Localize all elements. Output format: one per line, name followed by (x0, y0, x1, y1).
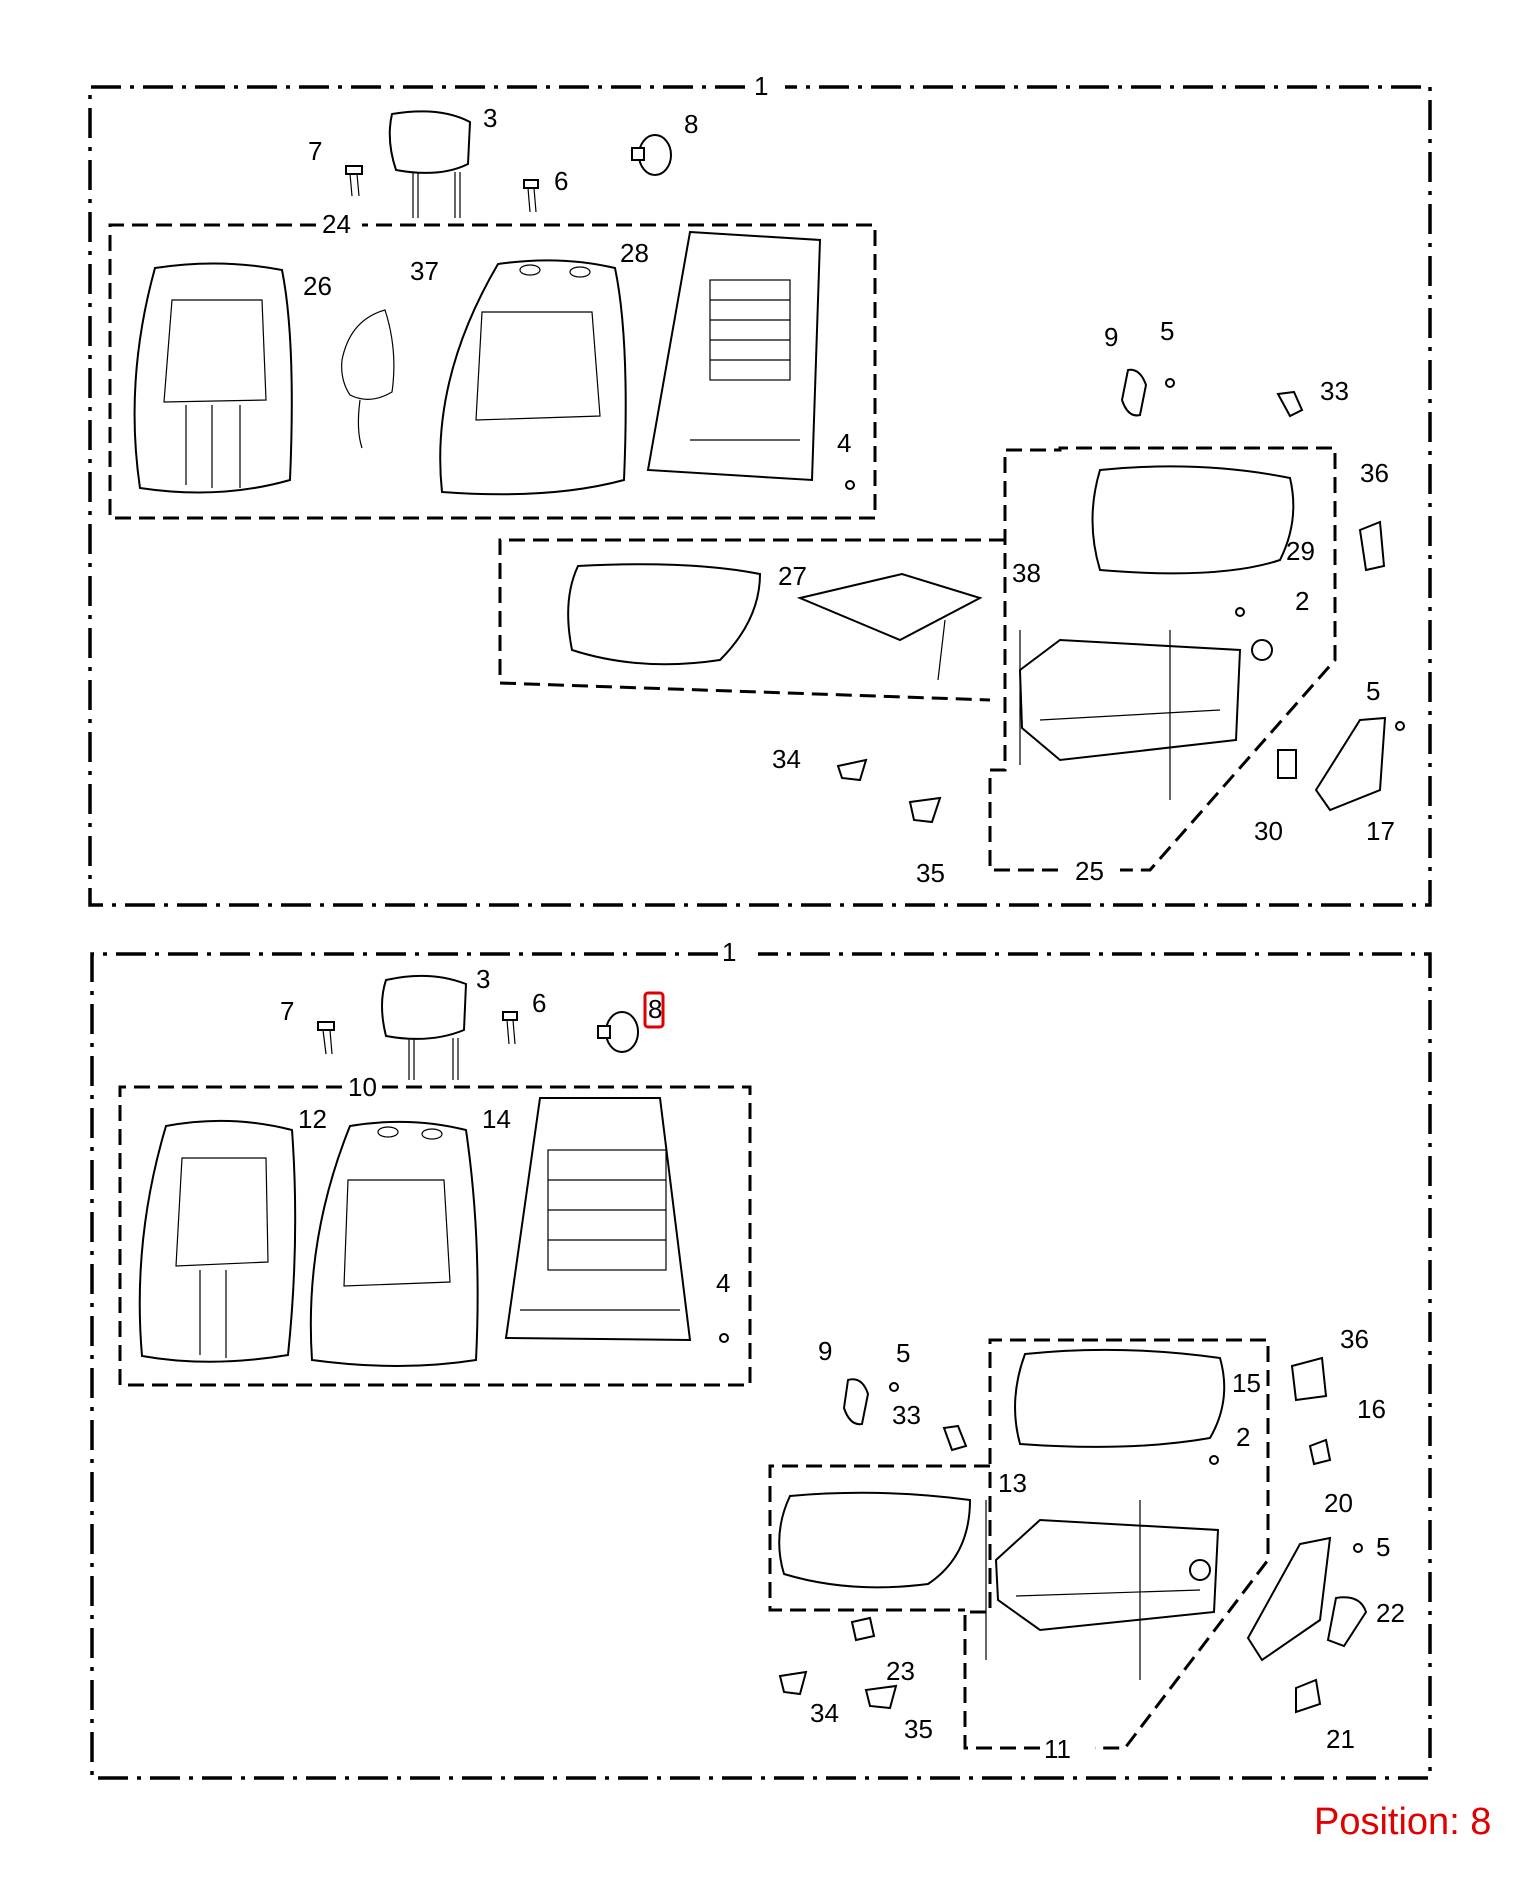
callout-13: 13 (998, 1468, 1027, 1498)
callout-7: 7 (308, 136, 322, 166)
side-shield-20 (1246, 1536, 1332, 1662)
screw-4b (719, 1333, 729, 1343)
seat-frame-top (1018, 630, 1273, 800)
callout-2b: 2 (1236, 1422, 1250, 1452)
callout-9: 9 (1104, 322, 1118, 352)
callout-20: 20 (1324, 1488, 1353, 1518)
seat-cushion-29 (1091, 465, 1295, 575)
seat-pad-13 (778, 1491, 972, 1589)
callout-12: 12 (298, 1104, 327, 1134)
callout-15: 15 (1232, 1368, 1261, 1398)
callout-27: 27 (778, 561, 807, 591)
bolt-6b (502, 1011, 518, 1045)
seatback-cover-26 (133, 262, 293, 494)
callout-8: 8 (684, 109, 698, 139)
callout-28: 28 (620, 238, 649, 268)
callout-10: 10 (348, 1072, 377, 1102)
bracket-16 (1308, 1438, 1332, 1466)
seat-pad-27 (567, 563, 762, 666)
callout-4b: 4 (716, 1268, 730, 1298)
recliner-cover-9 (1120, 368, 1175, 417)
bracket-33 (1276, 390, 1304, 418)
callout-21: 21 (1326, 1724, 1355, 1754)
bracket-23 (850, 1616, 876, 1642)
callout-5d: 5 (1376, 1532, 1390, 1562)
callout-1b: 1 (722, 937, 736, 967)
position-label: Position: 8 (1314, 1801, 1491, 1843)
callout-16: 16 (1357, 1394, 1386, 1424)
bracket-36b (1290, 1356, 1328, 1402)
seatback-cover-12 (138, 1119, 297, 1363)
bracket-34 (836, 758, 868, 782)
seatback-pad-28 (439, 259, 627, 496)
seatback-pad-14 (309, 1120, 479, 1367)
callout-3: 3 (483, 103, 497, 133)
callout-24: 24 (322, 209, 351, 239)
bracket-35b (864, 1684, 898, 1710)
callout-34b: 34 (810, 1698, 839, 1728)
callout-37: 37 (410, 256, 439, 286)
knob-8b (597, 1011, 639, 1053)
callout-25: 25 (1075, 856, 1104, 886)
wire-harness-37 (341, 309, 395, 449)
trim-22 (1326, 1596, 1368, 1648)
side-shield-17 (1314, 716, 1387, 812)
bolt-7 (345, 165, 363, 197)
bottom-assembly: 1 3 7 6 8 (90, 937, 1432, 1780)
bracket-36 (1358, 520, 1386, 572)
callout-23: 23 (886, 1656, 915, 1686)
bolt-7b (317, 1021, 335, 1055)
callout-36b: 36 (1340, 1324, 1369, 1354)
callout-8b: 8 (648, 994, 662, 1024)
bracket-33b (942, 1424, 968, 1452)
screw-2 (1235, 607, 1245, 617)
screw-5 (1395, 721, 1405, 731)
headrest (388, 110, 472, 218)
callout-14: 14 (482, 1104, 511, 1134)
callout-35: 35 (916, 858, 945, 888)
switch-21 (1295, 1678, 1322, 1714)
callout-22: 22 (1376, 1598, 1405, 1628)
callout-11: 11 (1044, 1734, 1071, 1764)
callout-7b: 7 (280, 996, 294, 1026)
callout-34: 34 (772, 744, 801, 774)
callout-9b: 9 (818, 1336, 832, 1366)
heater-38 (796, 572, 983, 681)
callout-6b: 6 (532, 988, 546, 1018)
recliner-cover-9b (842, 1378, 899, 1426)
callout-5: 5 (1160, 316, 1174, 346)
knob-8 (631, 134, 672, 176)
callout-29: 29 (1286, 536, 1315, 566)
callout-8-highlight (643, 991, 665, 1029)
bracket-34b (778, 1670, 808, 1696)
headrest-b (381, 974, 468, 1080)
seatback-frame-b (504, 1097, 692, 1342)
callout-5b: 5 (1366, 676, 1380, 706)
callout-1: 1 (754, 71, 768, 101)
callout-4: 4 (837, 428, 851, 458)
callout-26: 26 (303, 271, 332, 301)
callout-17: 17 (1366, 816, 1395, 846)
screw-2b (1209, 1455, 1219, 1465)
callout-38: 38 (1012, 558, 1041, 588)
screw-5c (1353, 1543, 1363, 1553)
bracket-35 (908, 796, 942, 824)
callout-33: 33 (1320, 376, 1349, 406)
callout-30: 30 (1254, 816, 1283, 846)
callout-5c: 5 (896, 1338, 910, 1368)
screw-4 (845, 480, 855, 490)
top-assembly: 1 3 8 7 6 24 (88, 71, 1432, 907)
callout-3b: 3 (476, 964, 490, 994)
bolt-6 (523, 179, 539, 213)
switch-30 (1277, 749, 1297, 779)
callout-33b: 33 (892, 1400, 921, 1430)
seatback-frame (646, 230, 822, 482)
callout-36: 36 (1360, 458, 1389, 488)
callout-2: 2 (1295, 586, 1309, 616)
callout-6: 6 (554, 166, 568, 196)
seat-frame-bottom (985, 1500, 1220, 1680)
seat-cushion-15 (1014, 1348, 1226, 1448)
callout-35b: 35 (904, 1714, 933, 1744)
